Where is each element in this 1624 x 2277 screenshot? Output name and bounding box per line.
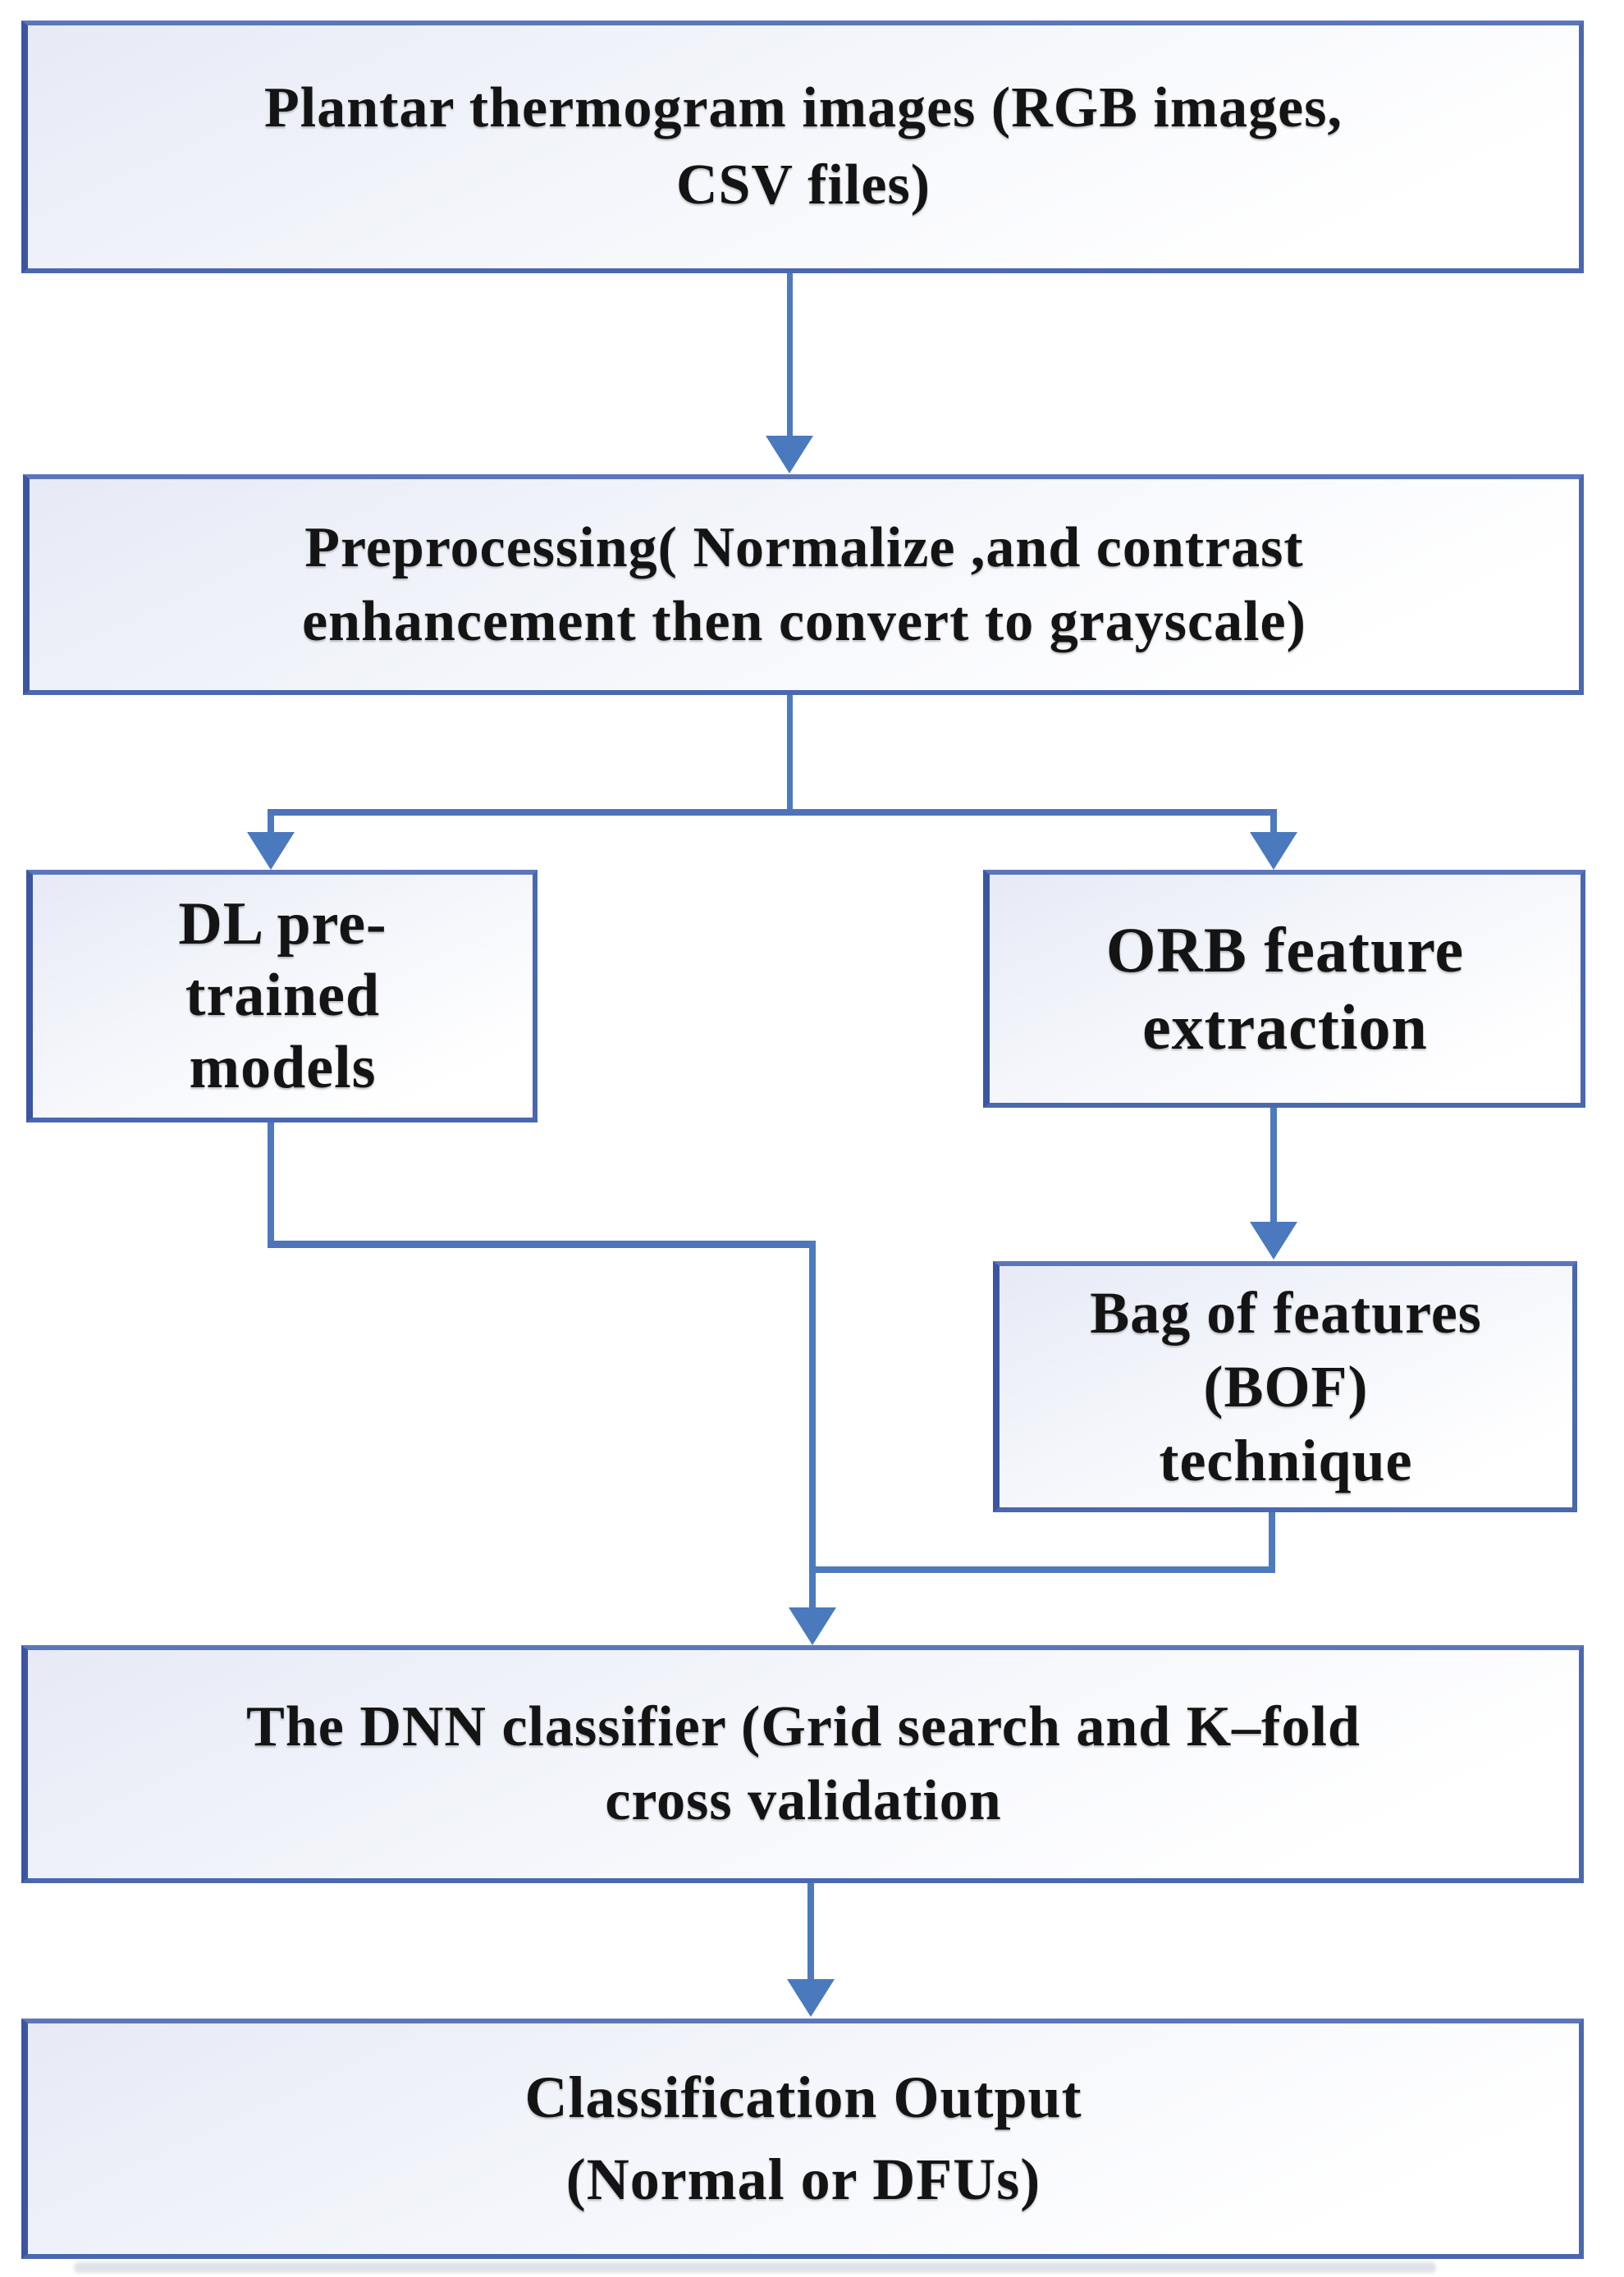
node-label: The DNN classifier (Grid search and K–fo… — [246, 1695, 1361, 1832]
connector-split-right-stub — [1270, 814, 1277, 835]
connector-dl-elbow-horizontal — [268, 1241, 816, 1248]
connector-merge-to-dnn — [809, 1241, 816, 1610]
connector-bof-merge-horizontal — [809, 1566, 1275, 1573]
connector-bof-down — [1269, 1512, 1275, 1573]
node-orb-feature-extraction: ORB feature extraction — [983, 870, 1585, 1108]
scan-artifact-smudge — [74, 2262, 1436, 2273]
arrowhead-down-icon — [766, 436, 813, 473]
connector-split-left-stub — [268, 814, 274, 835]
arrowhead-down-icon — [789, 1607, 836, 1645]
node-preprocessing: Preprocessing( Normalize ,and contrast e… — [23, 474, 1584, 695]
node-dl-pretrained-models: DL pre- trained models — [26, 870, 538, 1122]
node-label: Plantar thermogram images (RGB images, C… — [264, 75, 1343, 217]
connector-input-to-preprocess — [787, 273, 793, 437]
connector-orb-to-bof — [1270, 1108, 1277, 1223]
arrowhead-down-icon — [247, 832, 295, 870]
node-dnn-classifier: The DNN classifier (Grid search and K–fo… — [21, 1645, 1584, 1883]
connector-dl-down — [268, 1122, 274, 1247]
node-label: Preprocessing( Normalize ,and contrast e… — [302, 515, 1306, 653]
arrowhead-down-icon — [1250, 832, 1297, 870]
connector-preprocess-to-split — [787, 695, 793, 816]
node-label: DL pre- trained models — [178, 890, 387, 1101]
arrowhead-down-icon — [787, 1979, 835, 2017]
connector-dnn-to-output — [807, 1883, 814, 1980]
arrowhead-down-icon — [1250, 1222, 1297, 1260]
node-label: ORB feature extraction — [1105, 914, 1465, 1063]
connector-split-horizontal — [268, 809, 1277, 816]
node-classification-output: Classification Output (Normal or DFUs) — [21, 2019, 1584, 2259]
node-label: Classification Output (Normal or DFUs) — [524, 2064, 1082, 2212]
node-bag-of-features: Bag of features (BOF) technique — [993, 1261, 1577, 1512]
node-label: Bag of features (BOF) technique — [1090, 1280, 1482, 1493]
node-plantar-thermogram-images: Plantar thermogram images (RGB images, C… — [21, 21, 1584, 273]
